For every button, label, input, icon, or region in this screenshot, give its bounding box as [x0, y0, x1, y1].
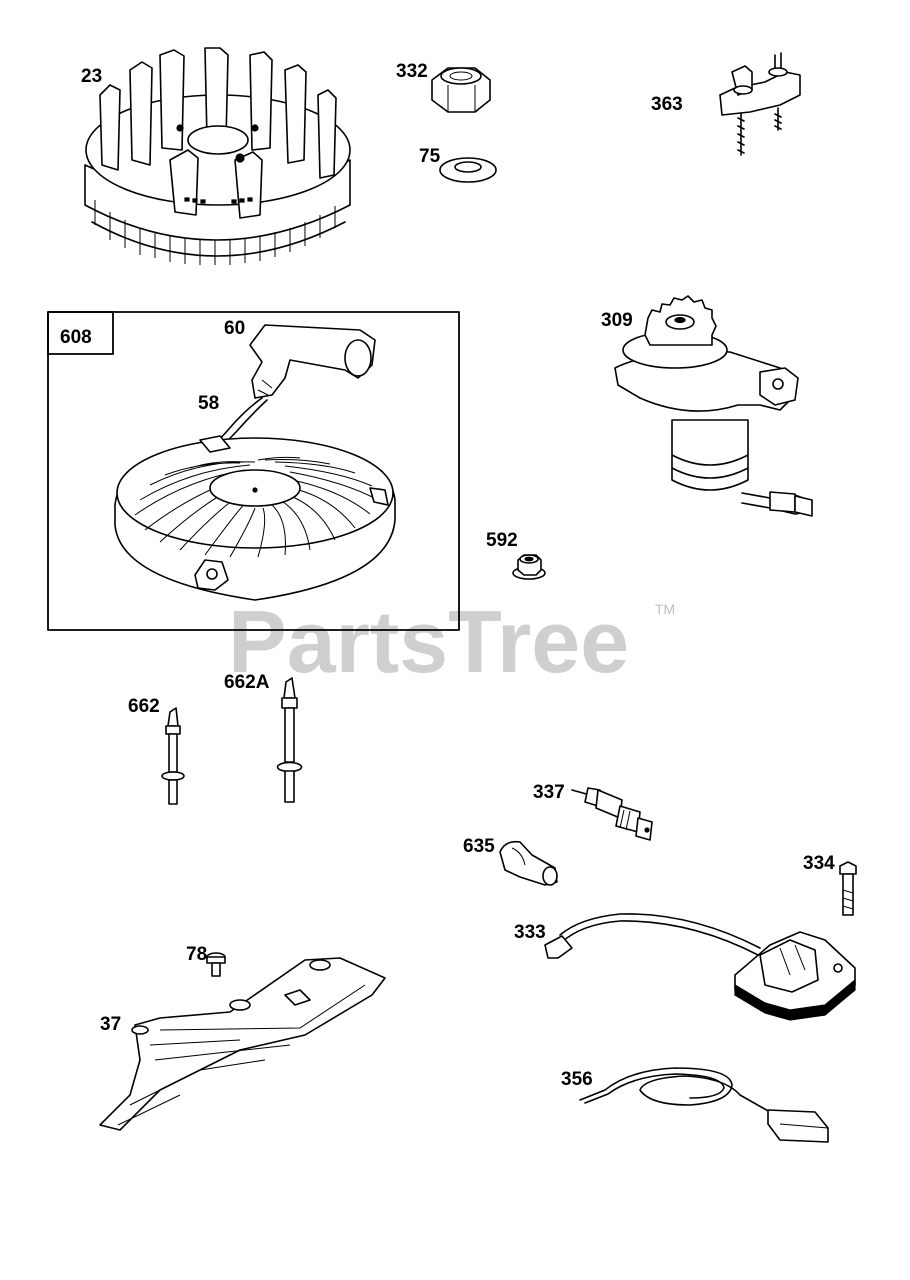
starter-motor-part[interactable]: [614, 295, 813, 517]
starter-handle-part[interactable]: [249, 324, 376, 399]
callout-flange-nut: 592: [486, 530, 518, 551]
stud-part[interactable]: [161, 707, 185, 805]
watermark-trademark: TM: [655, 601, 675, 617]
flange-nut-part[interactable]: [512, 554, 546, 580]
spark-plug-boot-part[interactable]: [499, 840, 558, 886]
callout-ground-wire: 356: [561, 1069, 593, 1090]
callout-stud-long: 662A: [224, 672, 270, 693]
screw-part[interactable]: [839, 861, 857, 916]
stud-long-part[interactable]: [276, 677, 303, 803]
callout-ignition-armature: 333: [514, 922, 546, 943]
callout-spark-plug-boot: 635: [463, 836, 495, 857]
callout-screw: 334: [803, 853, 835, 874]
callout-rope: 58: [198, 393, 219, 414]
ground-wire-part[interactable]: [579, 1067, 829, 1143]
callout-screw-small: 78: [186, 944, 207, 965]
callout-spark-plug: 337: [533, 782, 565, 803]
callout-flywheel: 23: [81, 66, 102, 87]
washer-part[interactable]: [439, 157, 497, 183]
callout-washer: 75: [419, 146, 441, 167]
callout-bracket: 363: [651, 94, 683, 115]
callout-handle: 60: [224, 318, 245, 339]
callout-air-guide: 37: [100, 1014, 121, 1035]
recoil-assembly-box: [47, 311, 460, 631]
callout-nut: 332: [396, 61, 428, 82]
flywheel-part[interactable]: [84, 47, 351, 265]
air-guide-part[interactable]: [99, 957, 386, 1131]
screw-small-part[interactable]: [206, 952, 226, 977]
ignition-armature-part[interactable]: [544, 913, 856, 1021]
nut-part[interactable]: [431, 67, 491, 113]
recoil-housing-part[interactable]: [114, 435, 396, 601]
spark-plug-part[interactable]: [571, 787, 653, 841]
callout-recoil-assembly: 608: [60, 327, 92, 348]
callout-stud: 662: [128, 696, 160, 717]
callout-starter-motor: 309: [601, 310, 633, 331]
bracket-part[interactable]: [719, 52, 801, 156]
watermark-text: PartsTree: [228, 592, 629, 691]
